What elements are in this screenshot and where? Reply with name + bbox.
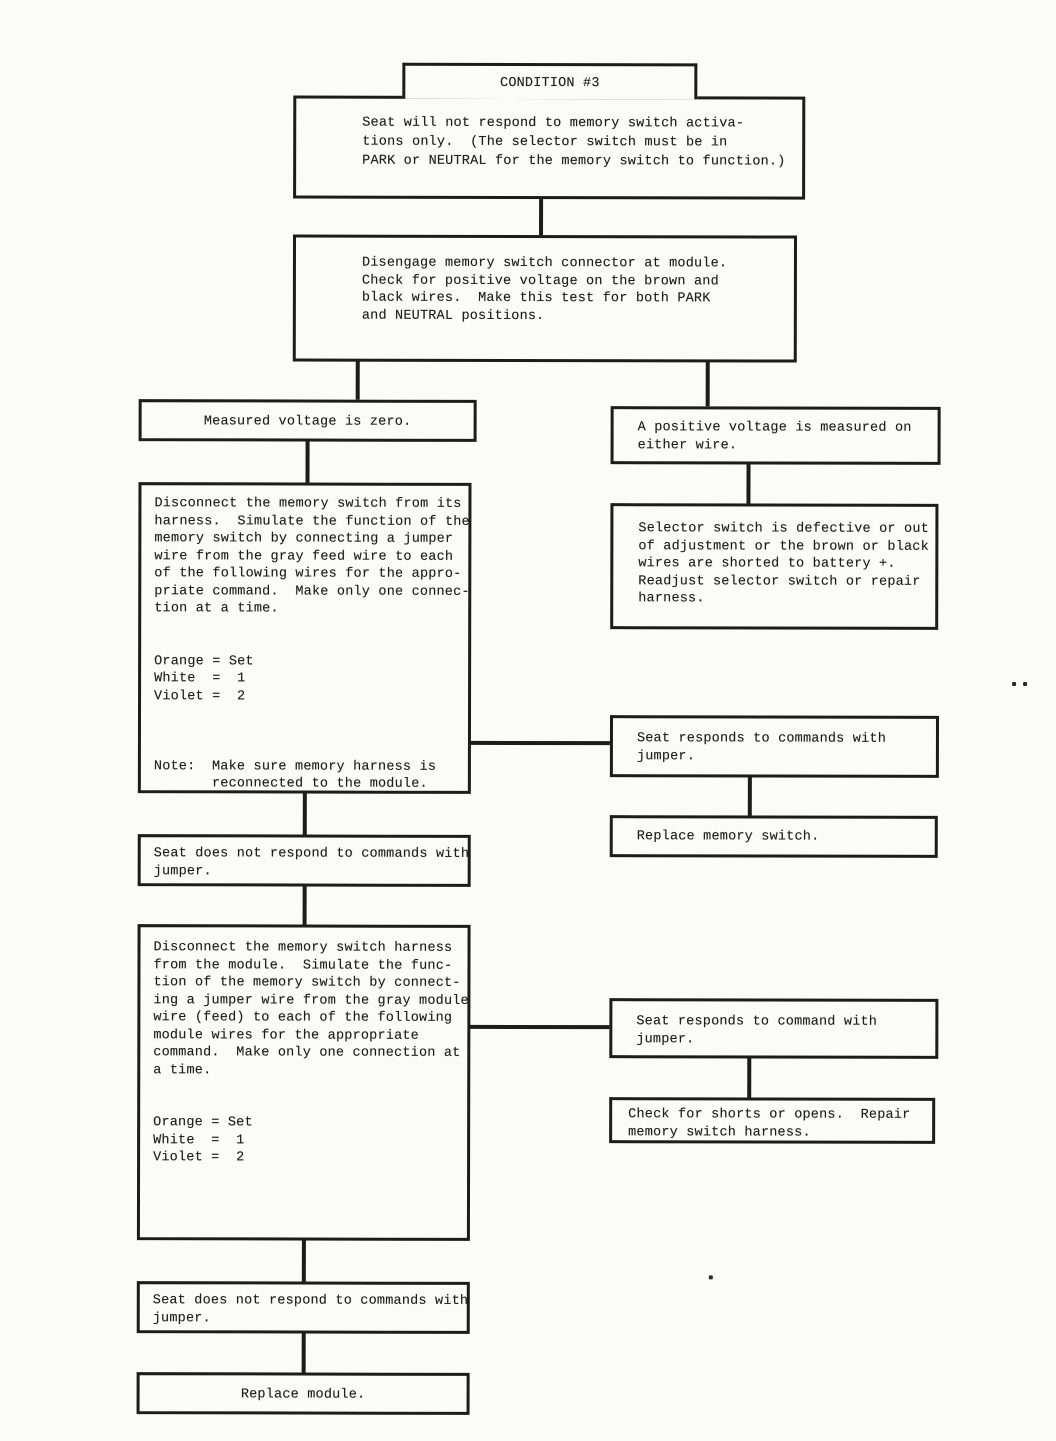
node-voltage-zero: Measured voltage is zero. [138, 399, 477, 442]
node-jumper-test-switch: Disconnect the memory switch from its ha… [137, 482, 472, 794]
node-disengage-check: Disengage memory switch connector at mod… [292, 234, 798, 363]
connector-zero-to-jumper-test [305, 440, 310, 483]
connector-responds-1-to-replace-switch [747, 776, 752, 816]
node-responds-with-jumper-2: Seat responds to command with jumper. [609, 998, 939, 1059]
node-jumper-test-module: Disconnect the memory switch harness fro… [136, 924, 471, 1241]
node-voltage-positive: A positive voltage is measured on either… [610, 406, 941, 465]
node-condition-title: CONDITION #3 [402, 62, 698, 100]
connector-responds-2-to-check-shorts [747, 1057, 752, 1099]
connector-desc-to-check [539, 198, 544, 236]
connector-jumper-test-to-responds-1 [469, 740, 611, 746]
node-replace-module: Replace module. [136, 1372, 470, 1415]
scan-artifact-dot [708, 1275, 713, 1280]
node-selector-defective: Selector switch is defective or out of a… [610, 503, 939, 630]
node-responds-with-jumper-1: Seat responds to commands with jumper. [609, 715, 940, 778]
connector-no-response-1-to-module-test [302, 885, 307, 925]
connector-module-test-to-responds-2 [469, 1024, 611, 1030]
connector-module-test-to-no-response-2 [301, 1239, 306, 1282]
node-replace-memory-switch: Replace memory switch. [609, 815, 938, 858]
connector-check-to-positive [705, 361, 710, 407]
connector-check-to-zero [355, 360, 360, 400]
scan-artifact-dot [1023, 682, 1028, 687]
connector-jumper-test-to-no-response-1 [302, 792, 307, 835]
node-no-response-2: Seat does not respond to commands with j… [136, 1281, 470, 1334]
node-check-shorts: Check for shorts or opens. Repair memory… [609, 1097, 936, 1144]
scan-artifact-dot [1012, 682, 1017, 687]
connector-positive-to-selector [746, 463, 751, 504]
node-condition-description: Seat will not respond to memory switch a… [293, 95, 806, 200]
node-no-response-1: Seat does not respond to commands with j… [137, 834, 471, 887]
connector-no-response-2-to-replace-module [301, 1332, 306, 1373]
